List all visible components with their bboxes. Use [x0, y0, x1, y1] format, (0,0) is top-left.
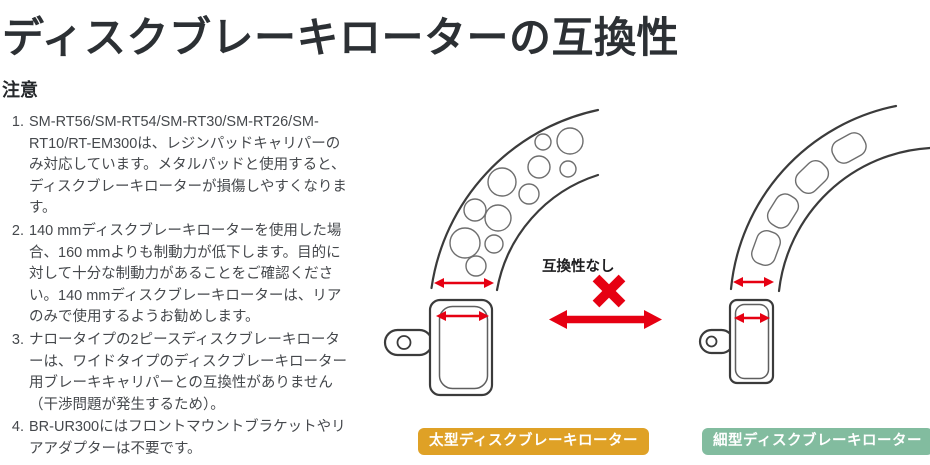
narrow-pad-width-arrow-icon [734, 313, 770, 323]
note-item-2: 140 mmディスクブレーキローターを使用した場合、160 mmよりも制動力が低… [28, 221, 352, 329]
no-compatibility-label: 互換性なし [542, 259, 615, 275]
note-item-1: SM-RT56/SM-RT54/SM-RT30/SM-RT26/SM-RT10/… [28, 112, 352, 220]
swap-double-arrow-icon [549, 310, 662, 329]
notes-heading: 注意 [2, 80, 38, 100]
note-item-4: BR-UR300にはフロントマウントブラケットやリアアダプターは不要です。 [28, 417, 352, 460]
wide-brake-pad [383, 298, 494, 397]
narrow-brake-pad [698, 298, 775, 385]
page-title: ディスクブレーキローターの互換性 [2, 14, 680, 61]
note-item-3: ナロータイプの2ピースディスクブレーキローターは、ワイドタイプのディスクブレーキ… [28, 330, 352, 416]
narrow-rotor-width-arrow-icon [733, 277, 774, 287]
wide-rotor-badge: 太型ディスクブレーキローター [418, 428, 649, 455]
wide-rotor-arc [430, 108, 600, 292]
narrow-rotor-badge: 細型ディスクブレーキローター [702, 428, 930, 455]
wide-rotor-width-arrow-icon [434, 278, 494, 288]
notes-list: SM-RT56/SM-RT54/SM-RT30/SM-RT26/SM-RT10/… [2, 112, 352, 462]
narrow-rotor-arc [729, 104, 930, 293]
incompatible-x-icon [592, 274, 626, 308]
wide-pad-width-arrow-icon [436, 311, 489, 321]
